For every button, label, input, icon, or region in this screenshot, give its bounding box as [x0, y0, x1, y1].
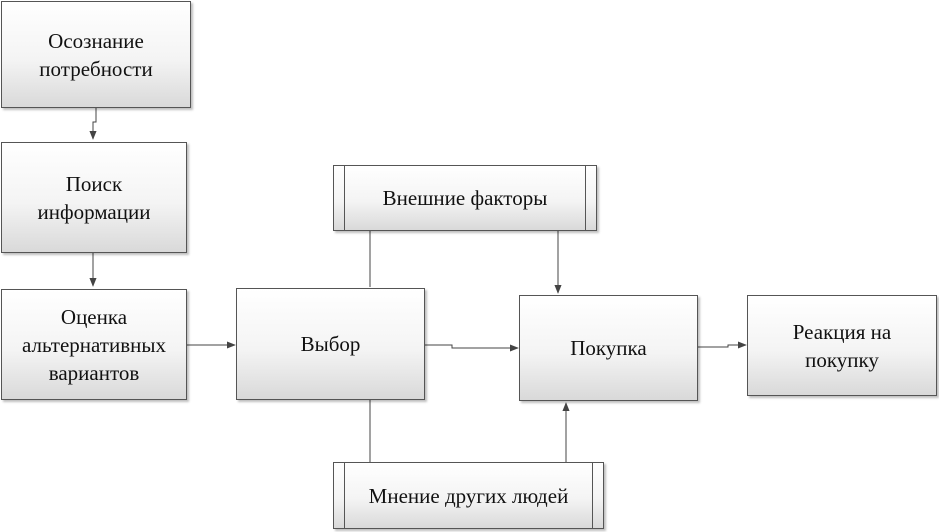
- node-evaluate-alternatives: Оценка альтернативных вариантов: [1, 289, 187, 400]
- node-need-awareness-label: Осознание потребности: [39, 28, 153, 81]
- node-purchase: Покупка: [519, 295, 698, 401]
- node-others-opinion: Мнение других людей: [333, 462, 604, 529]
- node-external-factors-label: Внешние факторы: [382, 186, 548, 210]
- node-information-search: Поиск информации: [1, 142, 187, 253]
- node-evaluate-alternatives-label: Оценка альтернативных вариантов: [22, 304, 166, 385]
- node-need-awareness: Осознание потребности: [1, 1, 191, 108]
- node-others-opinion-label: Мнение других людей: [368, 483, 569, 508]
- node-choice-label: Выбор: [300, 332, 361, 356]
- arrow-choice-to-purchase: [425, 344, 519, 352]
- arrow-purchase-to-reaction: [698, 341, 747, 349]
- node-information-search-label: Поиск информации: [37, 171, 151, 224]
- node-choice: Выбор: [236, 288, 425, 400]
- node-purchase-reaction: Реакция на покупку: [747, 295, 937, 396]
- node-external-factors: Внешние факторы: [333, 165, 597, 231]
- node-purchase-label: Покупка: [570, 336, 647, 360]
- arrow-need-to-search: [89, 108, 97, 140]
- node-purchase-reaction-label: Реакция на покупку: [792, 319, 892, 372]
